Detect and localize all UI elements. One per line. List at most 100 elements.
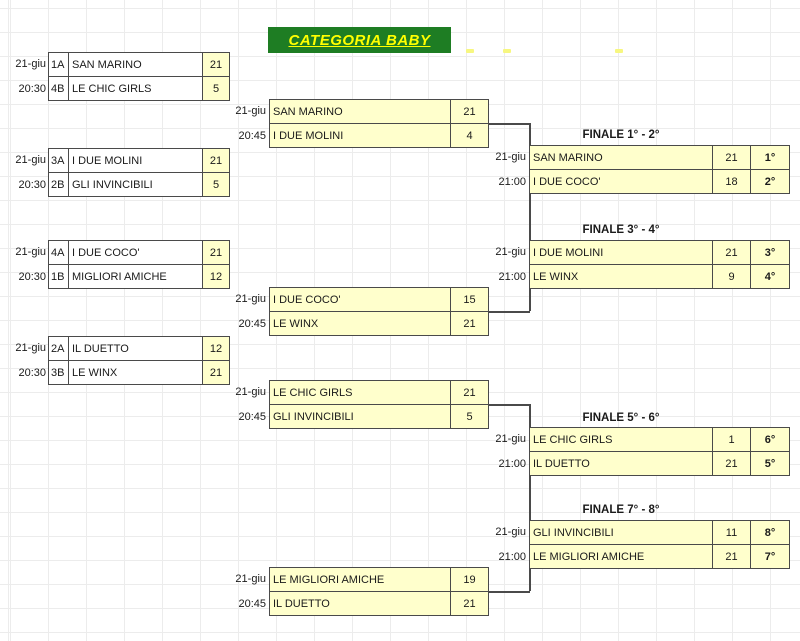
- match-date[interactable]: 21-giu: [235, 573, 266, 585]
- score-cell[interactable]: 21: [450, 592, 488, 615]
- team-cell[interactable]: I DUE MOLINI: [72, 154, 143, 167]
- bracket-connector-line: [489, 404, 530, 406]
- team-cell[interactable]: MIGLIORI AMICHE: [72, 270, 167, 283]
- score-cell[interactable]: 12: [202, 265, 229, 288]
- match-date[interactable]: 21-giu: [15, 246, 46, 258]
- team-cell[interactable]: LE CHIC GIRLS: [530, 428, 712, 451]
- seed-cell[interactable]: 4B: [49, 77, 69, 100]
- match-time[interactable]: 20:30: [18, 366, 46, 379]
- seed-cell[interactable]: 1B: [49, 265, 69, 288]
- team-cell[interactable]: IL DUETTO: [72, 342, 129, 355]
- match-date[interactable]: 21-giu: [495, 246, 526, 258]
- score-cell[interactable]: 21: [450, 100, 488, 123]
- score-cell[interactable]: 5: [202, 77, 229, 100]
- match-time[interactable]: 20:30: [18, 270, 46, 283]
- bracket-connector-line: [489, 123, 530, 125]
- team-cell[interactable]: I DUE COCO': [530, 170, 712, 193]
- category-title-box[interactable]: CATEGORIA BABY: [268, 27, 451, 53]
- team-cell[interactable]: SAN MARINO: [530, 146, 712, 169]
- placement-cell[interactable]: 4°: [750, 265, 789, 288]
- score-cell[interactable]: 21: [450, 312, 488, 335]
- score-cell[interactable]: 5: [450, 405, 488, 428]
- match-date[interactable]: 21-giu: [235, 386, 266, 398]
- team-cell[interactable]: GLI INVINCIBILI: [530, 521, 712, 544]
- match-time[interactable]: 20:45: [238, 317, 266, 330]
- placement-cell[interactable]: 1°: [750, 146, 789, 169]
- team-cell[interactable]: I DUE MOLINI: [270, 124, 450, 147]
- match-date[interactable]: 21-giu: [15, 58, 46, 70]
- semifinal-match-3: LE CHIC GIRLS 21 GLI INVINCIBILI 5: [269, 380, 489, 429]
- score-cell[interactable]: 21: [450, 381, 488, 404]
- final-3-4-header[interactable]: FINALE 3° - 4°: [582, 224, 660, 236]
- seed-cell[interactable]: 3A: [49, 149, 69, 172]
- match-time[interactable]: 21:00: [498, 457, 526, 470]
- seed-cell[interactable]: 1A: [49, 53, 69, 76]
- score-cell[interactable]: 18: [712, 170, 750, 193]
- team-cell[interactable]: LE MIGLIORI AMICHE: [530, 545, 712, 568]
- match-date[interactable]: 21-giu: [495, 433, 526, 445]
- match-time[interactable]: 20:30: [18, 82, 46, 95]
- team-cell[interactable]: LE CHIC GIRLS: [72, 82, 152, 95]
- seed-cell[interactable]: 3B: [49, 361, 69, 384]
- bracket-connector-line: [529, 123, 531, 311]
- seed-cell[interactable]: 2A: [49, 337, 69, 360]
- score-cell[interactable]: 12: [202, 337, 229, 360]
- match-time[interactable]: 20:45: [238, 410, 266, 423]
- team-cell[interactable]: GLI INVINCIBILI: [270, 405, 450, 428]
- match-time[interactable]: 21:00: [498, 175, 526, 188]
- match-time[interactable]: 21:00: [498, 270, 526, 283]
- score-cell[interactable]: 19: [450, 568, 488, 591]
- final-1-2-header[interactable]: FINALE 1° - 2°: [582, 129, 660, 141]
- team-cell[interactable]: LE CHIC GIRLS: [270, 381, 450, 404]
- team-cell[interactable]: I DUE MOLINI: [530, 241, 712, 264]
- match-date[interactable]: 21-giu: [495, 526, 526, 538]
- team-cell[interactable]: SAN MARINO: [72, 58, 142, 71]
- team-cell[interactable]: LE WINX: [270, 312, 450, 335]
- score-cell[interactable]: 21: [202, 53, 229, 76]
- team-cell[interactable]: SAN MARINO: [270, 100, 450, 123]
- score-cell[interactable]: 21: [712, 545, 750, 568]
- team-cell[interactable]: LE WINX: [530, 265, 712, 288]
- score-cell[interactable]: 21: [202, 149, 229, 172]
- placement-cell[interactable]: 6°: [750, 428, 789, 451]
- team-cell[interactable]: GLI INVINCIBILI: [72, 178, 153, 191]
- team-cell[interactable]: IL DUETTO: [530, 452, 712, 475]
- match-date[interactable]: 21-giu: [495, 151, 526, 163]
- match-time[interactable]: 21:00: [498, 550, 526, 563]
- score-cell[interactable]: 21: [712, 241, 750, 264]
- score-cell[interactable]: 15: [450, 288, 488, 311]
- team-cell[interactable]: LE MIGLIORI AMICHE: [270, 568, 450, 591]
- placement-cell[interactable]: 8°: [750, 521, 789, 544]
- score-cell[interactable]: 21: [202, 241, 229, 264]
- team-cell[interactable]: I DUE COCO': [270, 288, 450, 311]
- team-cell[interactable]: I DUE COCO': [72, 246, 140, 259]
- seed-cell[interactable]: 4A: [49, 241, 69, 264]
- stray-yellow-mark: [503, 49, 511, 53]
- placement-cell[interactable]: 7°: [750, 545, 789, 568]
- bracket-connector-line: [489, 311, 530, 313]
- score-cell[interactable]: 21: [712, 146, 750, 169]
- score-cell[interactable]: 21: [712, 452, 750, 475]
- placement-cell[interactable]: 2°: [750, 170, 789, 193]
- final-5-6-header[interactable]: FINALE 5° - 6°: [582, 412, 660, 424]
- team-cell[interactable]: IL DUETTO: [270, 592, 450, 615]
- score-cell[interactable]: 11: [712, 521, 750, 544]
- seed-cell[interactable]: 2B: [49, 173, 69, 196]
- match-date[interactable]: 21-giu: [15, 154, 46, 166]
- match-time[interactable]: 20:45: [238, 129, 266, 142]
- match-date[interactable]: 21-giu: [15, 342, 46, 354]
- score-cell[interactable]: 21: [202, 361, 229, 384]
- score-cell[interactable]: 4: [450, 124, 488, 147]
- placement-cell[interactable]: 5°: [750, 452, 789, 475]
- score-cell[interactable]: 5: [202, 173, 229, 196]
- match-time[interactable]: 20:45: [238, 597, 266, 610]
- placement-cell[interactable]: 3°: [750, 241, 789, 264]
- team-cell[interactable]: LE WINX: [72, 366, 118, 379]
- category-title: CATEGORIA BABY: [288, 31, 431, 49]
- score-cell[interactable]: 9: [712, 265, 750, 288]
- match-date[interactable]: 21-giu: [235, 293, 266, 305]
- match-time[interactable]: 20:30: [18, 178, 46, 191]
- match-date[interactable]: 21-giu: [235, 105, 266, 117]
- final-7-8-header[interactable]: FINALE 7° - 8°: [582, 504, 660, 516]
- score-cell[interactable]: 1: [712, 428, 750, 451]
